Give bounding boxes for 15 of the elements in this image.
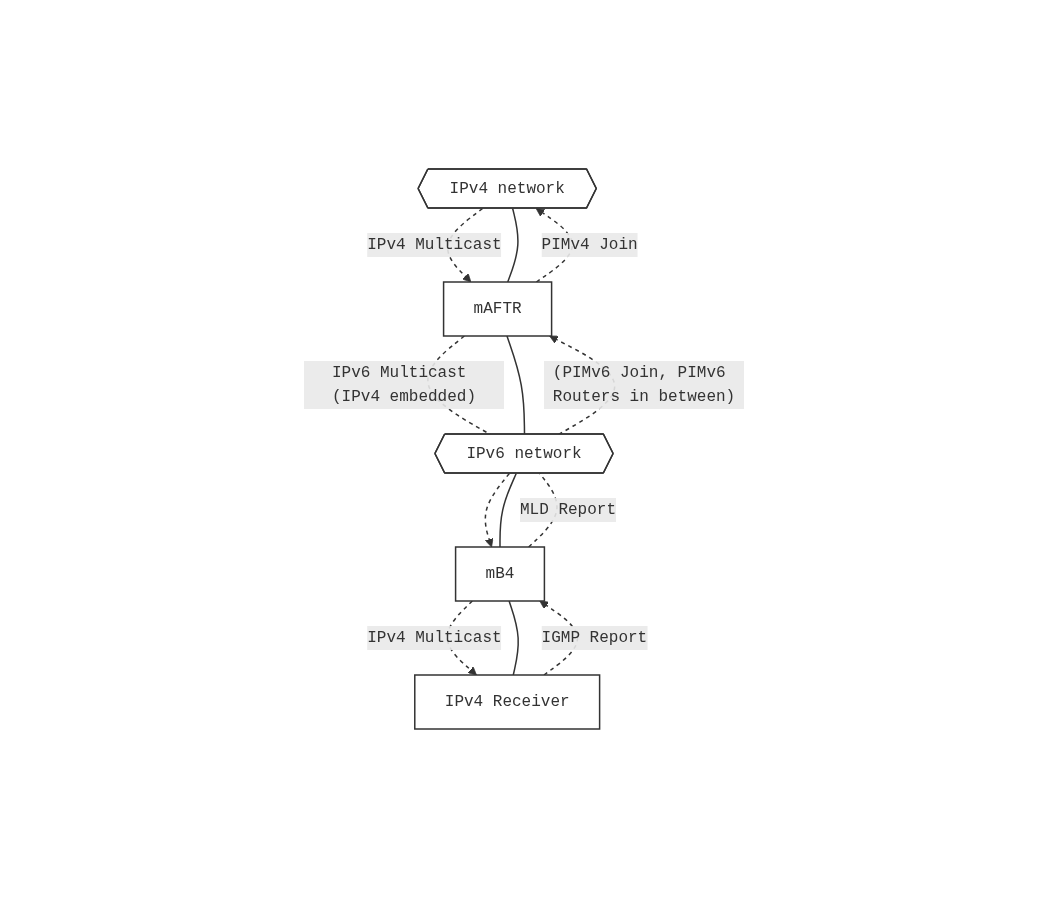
node-box: mB4 — [454, 546, 545, 602]
connector — [506, 207, 519, 283]
edge-label: MLD Report — [519, 501, 616, 519]
connector — [498, 472, 517, 548]
connector — [507, 600, 519, 676]
edge-label: IPv4 Multicast — [366, 236, 502, 254]
arrow — [484, 472, 510, 548]
edge-label: IPv6 Multicast (IPv4 embedded) — [331, 364, 476, 406]
node-box: mAFTR — [442, 281, 552, 337]
edge-label: IPv4 Multicast — [366, 629, 502, 647]
edge-label: (PIMv6 Join, PIMv6 Routers in between) — [552, 364, 735, 406]
connector — [505, 335, 525, 436]
edge-label: PIMv4 Join — [541, 236, 638, 254]
edge-label: IGMP Report — [541, 629, 647, 647]
node-box: IPv4 Receiver — [413, 674, 600, 730]
